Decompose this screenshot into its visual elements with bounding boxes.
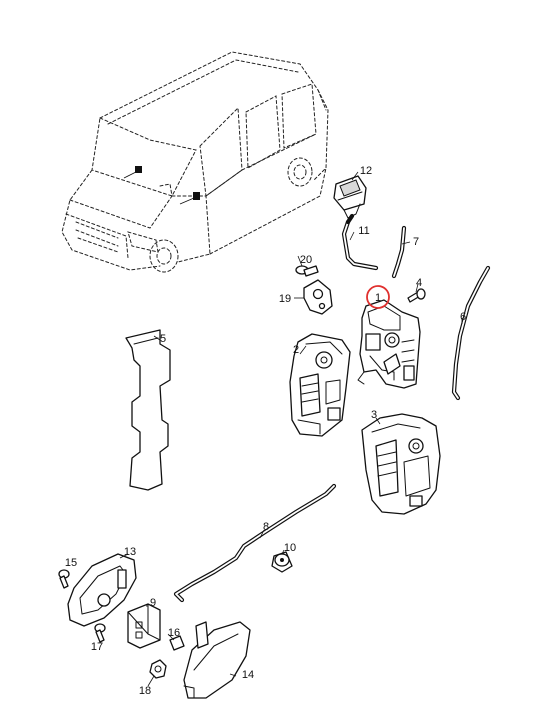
part-3-lock [361, 413, 441, 515]
part-1-lock [357, 299, 421, 389]
part-4-bolt [407, 288, 426, 303]
location-marker-front [123, 166, 142, 179]
callout-8: 8 [263, 521, 269, 533]
callout-4: 4 [416, 277, 422, 289]
callout-5: 5 [160, 333, 166, 345]
callout-19: 19 [279, 293, 291, 305]
part-12-switch [333, 175, 367, 219]
callout-3: 3 [371, 409, 377, 421]
part-11-cable [341, 213, 379, 271]
callout-6: 6 [460, 311, 466, 323]
callout-15: 15 [65, 557, 77, 569]
part-15-screw [58, 569, 70, 589]
callout-16: 16 [168, 627, 180, 639]
callout-10: 10 [284, 542, 296, 554]
location-marker-side [179, 192, 200, 205]
part-5-panel [125, 329, 171, 491]
callout-9: 9 [150, 597, 156, 609]
callout-18: 18 [139, 685, 151, 697]
callout-20: 20 [300, 254, 312, 266]
callout-12: 12 [360, 165, 372, 177]
part-13-handle [67, 553, 137, 627]
part-19-bracket [303, 279, 333, 315]
van-illustration [61, 51, 329, 273]
callout-14: 14 [242, 669, 254, 681]
leader-lines [119, 171, 463, 687]
part-18-nut [149, 659, 167, 679]
part-17-screw [94, 623, 106, 643]
part-14-handle [183, 621, 251, 699]
part-6-rod [451, 265, 491, 401]
callout-11: 11 [358, 225, 369, 237]
part-10-grommet [271, 551, 293, 573]
callout-2: 2 [293, 344, 299, 356]
part-8-rod [173, 483, 337, 603]
part-7-rod [391, 225, 407, 279]
part-2-lock [289, 333, 351, 437]
callout-1: 1 [375, 292, 381, 304]
callout-7: 7 [413, 236, 419, 248]
callout-labels: 1 2 3 4 5 6 7 8 9 10 11 12 13 14 15 16 1… [65, 165, 466, 697]
part-20-screw [295, 265, 319, 277]
callout-13: 13 [124, 546, 136, 558]
highlight-circle-part-1 [366, 285, 390, 309]
callout-17: 17 [91, 641, 103, 653]
part-9-bracket [127, 603, 161, 649]
